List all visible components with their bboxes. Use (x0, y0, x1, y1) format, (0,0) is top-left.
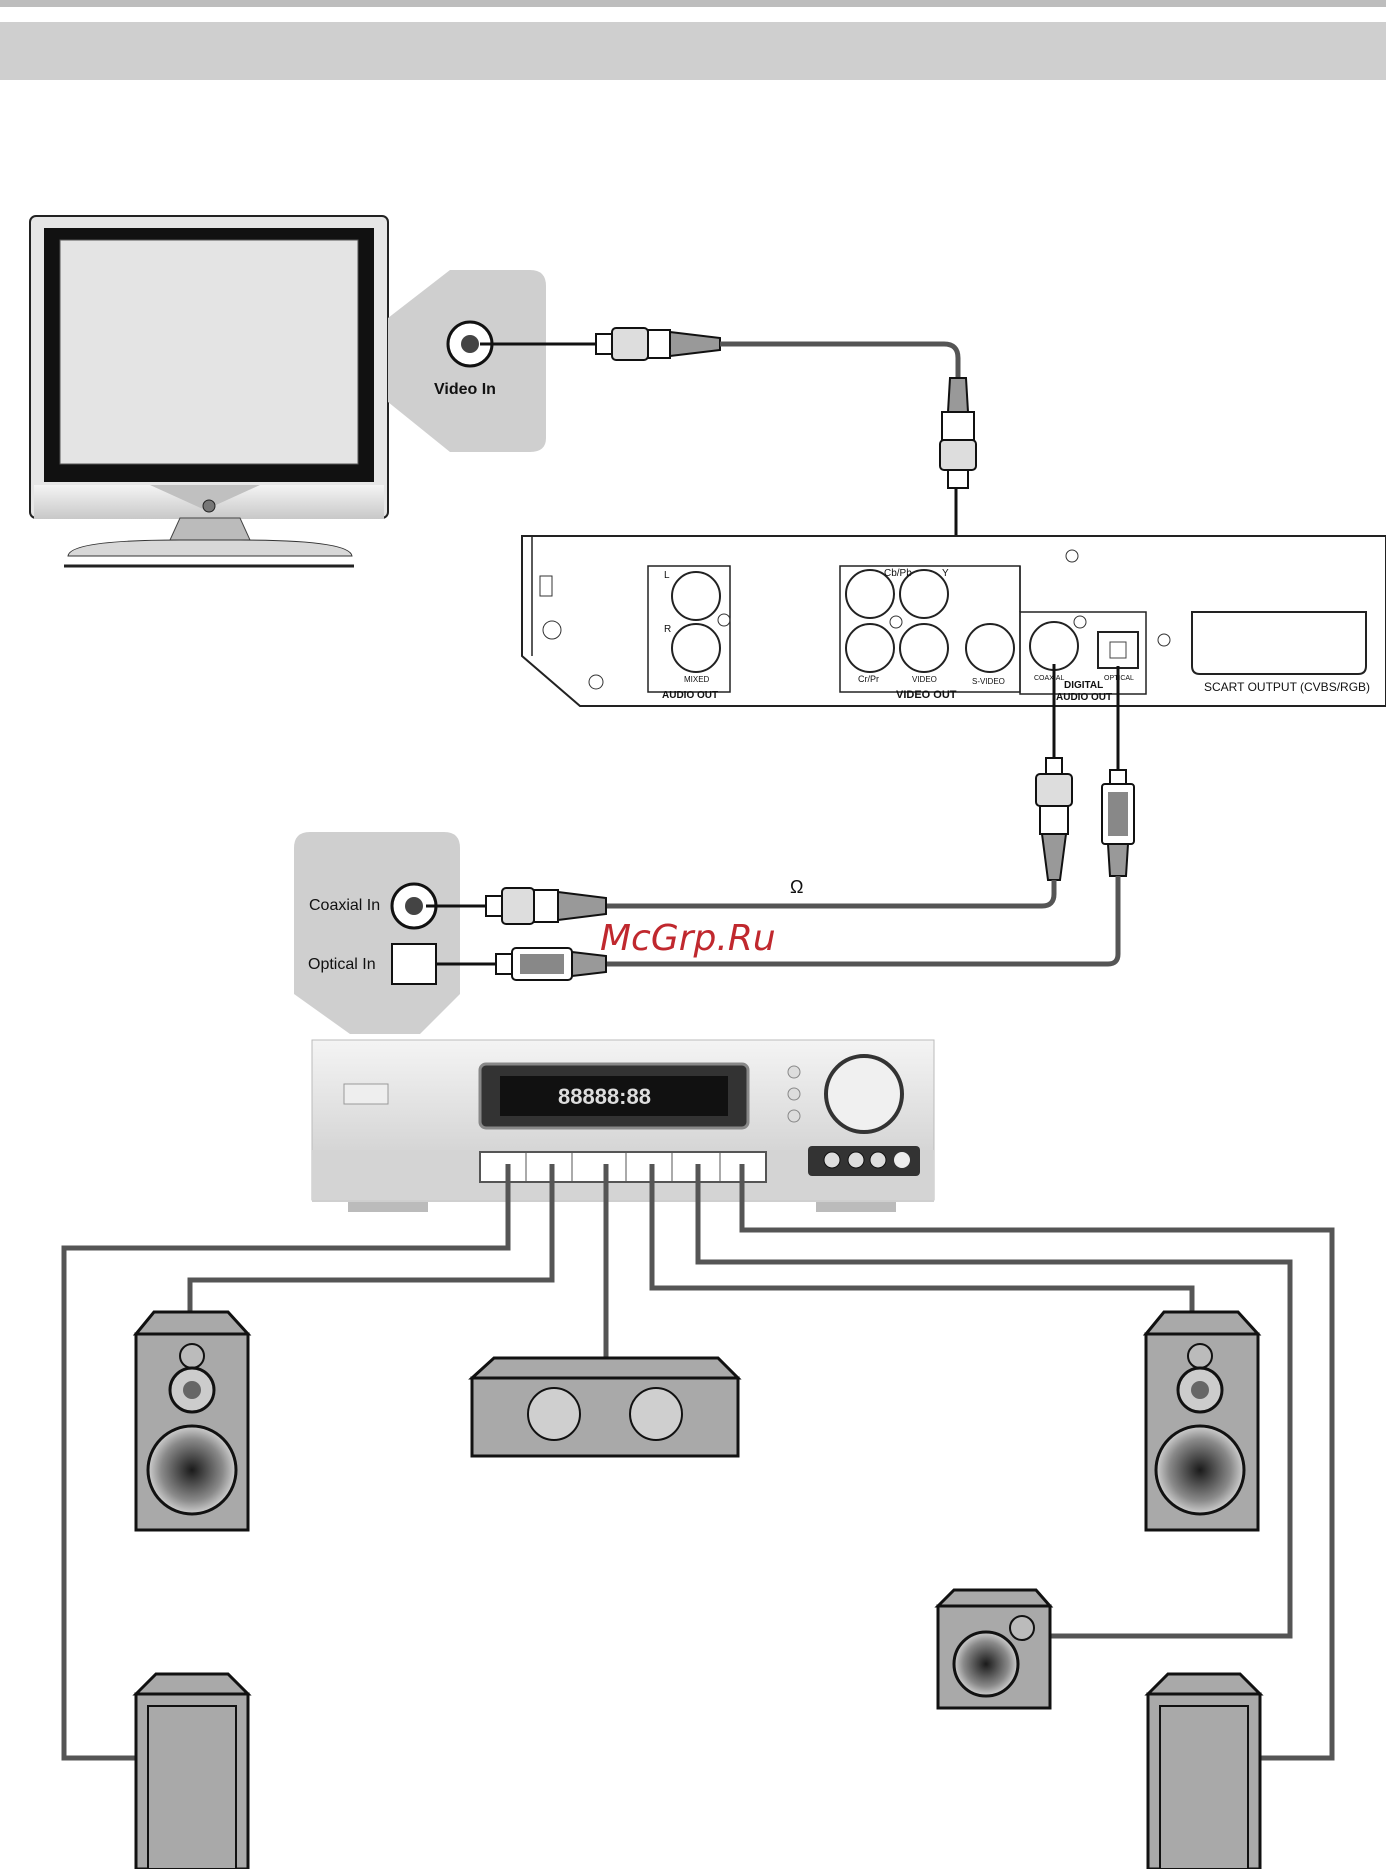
front-right-speaker (1146, 1312, 1258, 1530)
audio-out-r-label: R (664, 624, 671, 635)
audio-out-label: AUDIO OUT (662, 690, 718, 701)
rear-right-speaker (1148, 1674, 1260, 1869)
coaxial-in-label: Coaxial In (309, 897, 380, 914)
cr-pr-label: Cr/Pr (858, 674, 879, 684)
watermark: McGrp.Ru (600, 918, 776, 959)
omega-label: Ω (790, 877, 803, 897)
video-in-callout: Video In (388, 270, 546, 452)
y-label: Y (942, 568, 949, 579)
receiver-display: 88888:88 (558, 1084, 651, 1109)
s-video-label: S-VIDEO (972, 677, 1005, 686)
video-label: VIDEO (912, 675, 937, 684)
optical-plug (436, 948, 606, 980)
digital-label: DIGITAL (1064, 680, 1103, 691)
av-receiver: 88888:88 (312, 1040, 934, 1212)
speaker-wires (64, 1164, 1332, 1758)
cb-pb-label: Cb/Pb (884, 568, 912, 579)
receiver-input-callout: Coaxial In Optical In (294, 832, 460, 1034)
scart-output-label: SCART OUTPUT (CVBS/RGB) (1204, 680, 1370, 694)
coaxial-label: COAXIAL (1034, 675, 1064, 682)
dvd-rear-panel: L R MIXED AUDIO OUT Cb/Pb Y Cr/Pr VIDEO … (522, 536, 1386, 706)
video-in-label: Video In (434, 381, 496, 398)
subwoofer (938, 1590, 1050, 1708)
front-left-speaker (136, 1312, 248, 1530)
television (30, 216, 388, 566)
video-out-label: VIDEO OUT (896, 689, 957, 701)
mixed-label: MIXED (684, 675, 710, 684)
rear-left-speaker (136, 1674, 248, 1869)
optical-in-label: Optical In (308, 956, 376, 973)
center-speaker (472, 1358, 738, 1456)
audio-out-l-label: L (664, 570, 670, 581)
digital-audio-out-label: AUDIO OUT (1056, 692, 1112, 703)
